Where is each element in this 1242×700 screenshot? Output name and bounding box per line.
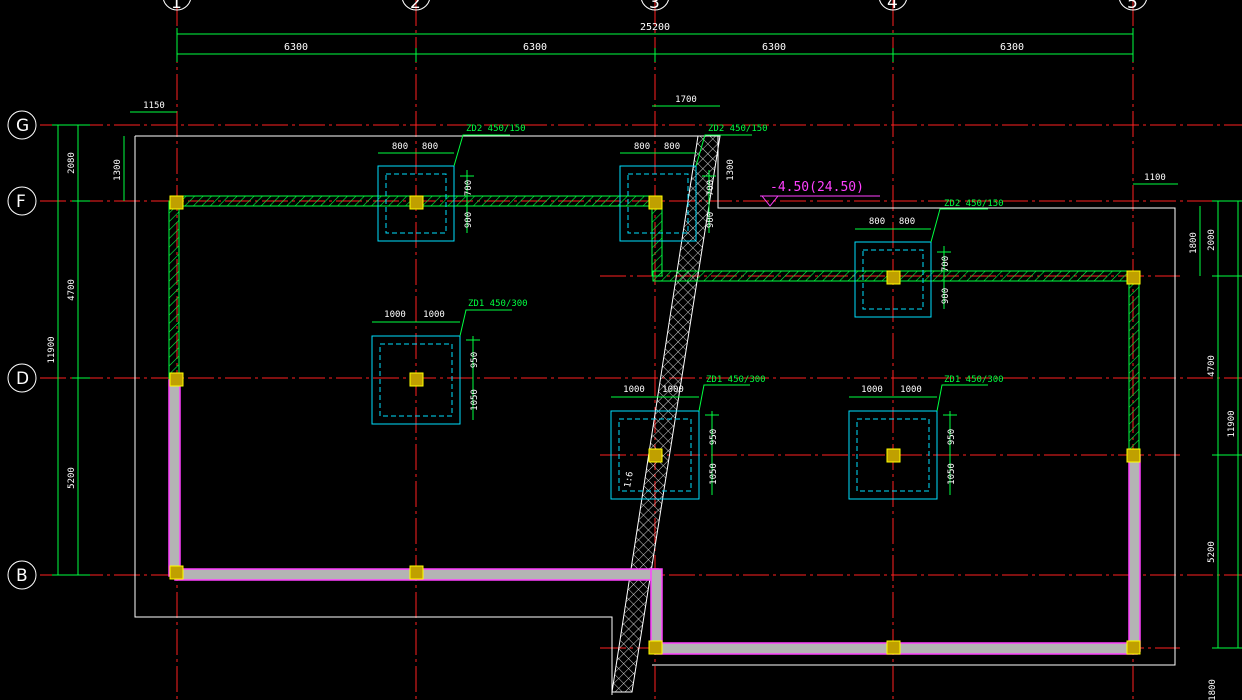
axis-bubbles-x	[163, 0, 1147, 11]
footing-dim: 800	[422, 142, 438, 152]
foundation-outline	[134, 135, 1176, 695]
dim-part-right: 2000	[1207, 229, 1217, 251]
slope-label: 1:6	[623, 471, 636, 489]
dim-part-left: 5200	[67, 467, 77, 489]
dim-part-right: 4700	[1207, 355, 1217, 377]
footing-leaders	[453, 134, 988, 412]
footing-dim: 1050	[947, 463, 957, 485]
dim-offset: 1800	[1208, 679, 1218, 700]
axis-labels-y: G F D B	[16, 116, 29, 586]
axis-y-label: B	[16, 566, 28, 586]
dimension-left	[52, 124, 125, 576]
dim-offset: 1700	[675, 95, 697, 105]
dim-total-top: 25200	[640, 22, 670, 33]
dim-offset: 1150	[143, 101, 165, 111]
axis-x-label: 2	[410, 0, 421, 13]
footing-dim: 900	[464, 212, 474, 228]
footings	[371, 165, 938, 500]
footing-tag: ZD1 450/300	[944, 375, 1004, 385]
footing-dim: 1000	[384, 310, 406, 320]
elevation-mark	[760, 195, 880, 207]
footing-dim: 700	[706, 180, 716, 196]
axis-y-label: G	[16, 116, 29, 136]
footing-dim: 950	[947, 429, 957, 445]
footing-labels: ZD2 450/150 800 800 700 900 ZD2 450/150 …	[384, 124, 1003, 485]
dim-part-left: 4700	[67, 279, 77, 301]
footing-dim: 800	[869, 217, 885, 227]
footing-dim-lines	[372, 152, 957, 495]
axis-labels-x: 1 2 3 4 5	[171, 0, 1138, 13]
footing-dim: 1000	[900, 385, 922, 395]
dim-span-top: 6300	[762, 42, 786, 53]
footing-dim: 700	[941, 256, 951, 272]
dim-offset: 1100	[1144, 173, 1166, 183]
axis-y-label: F	[16, 192, 26, 212]
dim-offset: 1800	[1189, 232, 1199, 254]
footing-dim: 1050	[709, 463, 719, 485]
axis-y-label: D	[16, 369, 29, 389]
footing-dim: 800	[664, 142, 680, 152]
axis-x-label: 5	[1127, 0, 1138, 13]
footing-dim: 900	[941, 288, 951, 304]
dim-span-top: 6300	[523, 42, 547, 53]
elevation-label: -4.50(24.50)	[770, 180, 864, 195]
axis-x-label: 4	[887, 0, 898, 13]
axis-x-label: 3	[649, 0, 660, 13]
footing-tag: ZD2 450/150	[944, 199, 1004, 209]
footing-dim: 900	[706, 212, 716, 228]
dim-offset: 1300	[113, 159, 123, 181]
footing-dim: 800	[899, 217, 915, 227]
footing-dim: 800	[634, 142, 650, 152]
footing-dim: 1050	[470, 389, 480, 411]
dimension-right	[1199, 200, 1242, 649]
axis-x-label: 1	[171, 0, 182, 13]
dim-span-top: 6300	[284, 42, 308, 53]
footing-dim: 1000	[861, 385, 883, 395]
footing-dim: 800	[392, 142, 408, 152]
dimension-top	[130, 28, 1178, 185]
footing-tag: ZD2 450/150	[708, 124, 768, 134]
dim-offset: 1300	[726, 159, 736, 181]
wall-beams-upper	[168, 195, 1140, 455]
footing-tag: ZD1 450/300	[468, 299, 528, 309]
dim-total-right: 11900	[1227, 410, 1237, 437]
footing-dim: 1000	[423, 310, 445, 320]
columns	[169, 195, 1141, 655]
footing-dim: 700	[464, 180, 474, 196]
axis-bubbles-y	[7, 110, 37, 590]
dim-total-left: 11900	[47, 336, 57, 363]
footing-dim: 1000	[623, 385, 645, 395]
dim-span-top: 6300	[1000, 42, 1024, 53]
footing-dim: 950	[470, 352, 480, 368]
footing-dim: 950	[709, 429, 719, 445]
dim-part-right: 5200	[1207, 541, 1217, 563]
footing-dim: 1000	[662, 385, 684, 395]
footing-tag: ZD1 450/300	[706, 375, 766, 385]
dim-part-left: 2080	[67, 152, 77, 174]
footing-tag: ZD2 450/150	[466, 124, 526, 134]
